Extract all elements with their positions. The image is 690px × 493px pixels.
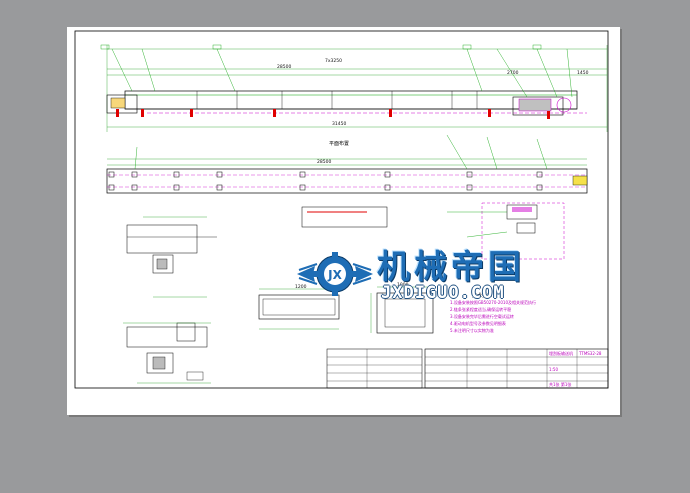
drawing-sheet: 28500 7x3250 31450 2700 1450 xyxy=(67,27,620,415)
title-sheet: 共1张 第1张 xyxy=(549,381,571,387)
detail-views xyxy=(123,216,217,384)
watermark-en: JXDIGUO.COM xyxy=(381,283,505,303)
dim-span: 7x3250 xyxy=(325,58,342,64)
dim-overall: 31450 xyxy=(332,121,346,127)
note-1: 1.设备安装按照GB50270-2010及相关规范执行 xyxy=(450,299,536,305)
dim-tail: 2700 xyxy=(507,70,519,76)
title-drawing-no: TTMS32-28 xyxy=(578,351,602,356)
note-3: 3.设备安装完毕后需进行空载试运转 xyxy=(450,313,514,319)
technical-notes: 技术要求 1.设备安装按照GB50270-2010及相关规范执行 2.链条张紧程… xyxy=(450,292,536,333)
section-height-dim: 1000 xyxy=(397,282,409,288)
note-5: 5.未注明尺寸以实物为准 xyxy=(450,327,494,333)
dim-total-length: 28500 xyxy=(277,64,291,70)
cross-sections: 1200 1000 xyxy=(258,282,434,334)
title-scale: 1:50 xyxy=(549,367,558,372)
dim-head: 1450 xyxy=(577,70,589,76)
drive-detail xyxy=(301,202,565,260)
watermark-cn: 机械帝国 xyxy=(377,247,525,286)
note-4: 4.驱动电机型号及参数见明细表 xyxy=(450,320,506,326)
watermark: JX 机械帝国 JXDIGUO.COM xyxy=(295,244,565,304)
plan-total-dim: 28500 xyxy=(317,159,331,165)
gear-wings-logo-icon: JX xyxy=(297,252,373,296)
section-width-dim: 1200 xyxy=(295,284,307,290)
notes-title: 技术要求 xyxy=(472,292,492,299)
plan-view-title: 平面布置 xyxy=(329,140,349,147)
title-block: 埋刮板输送机 TTMS32-28 1:50 共1张 第1张 xyxy=(326,348,609,389)
cad-drawing: 28500 7x3250 31450 2700 1450 xyxy=(74,30,609,389)
plan-view: 平面布置 28500 xyxy=(106,134,588,194)
note-2: 2.链条张紧程度适当,确保运转平稳 xyxy=(450,306,511,312)
elevation-view: 28500 7x3250 31450 2700 1450 xyxy=(100,44,608,132)
logo-letters: JX xyxy=(327,268,342,282)
title-project: 埋刮板输送机 xyxy=(549,350,573,356)
